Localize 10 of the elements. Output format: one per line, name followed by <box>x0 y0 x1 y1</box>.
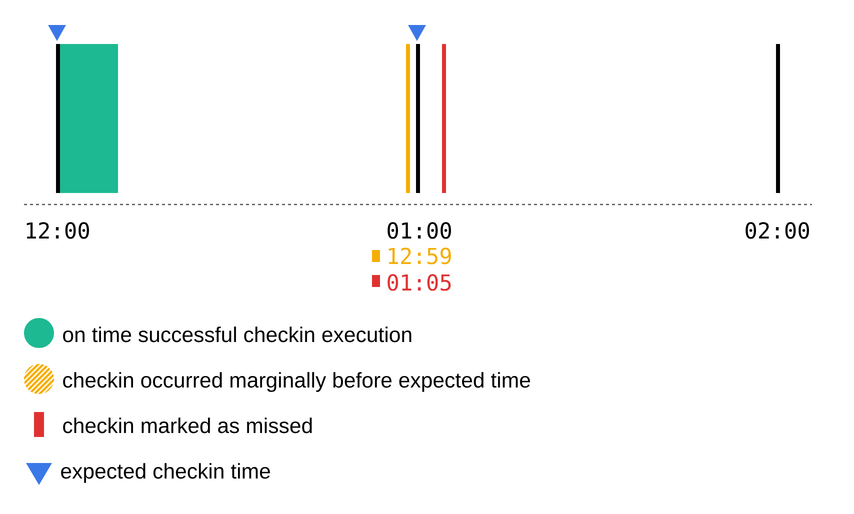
legend-label: expected checkin time <box>61 463 270 483</box>
time-label: 02:00 <box>746 222 809 239</box>
time-label: 01:00 <box>388 222 451 239</box>
legend-label: on time successful checkin execution <box>63 326 412 342</box>
legend-label: checkin occurred marginally before expected time <box>63 372 530 392</box>
time-label: 01:05 <box>388 274 451 291</box>
time-label: 12:00 <box>26 222 89 239</box>
legend-label: checkin marked as missed <box>63 418 312 434</box>
execution-block <box>60 44 118 193</box>
time-label: 12:59 <box>388 248 451 264</box>
